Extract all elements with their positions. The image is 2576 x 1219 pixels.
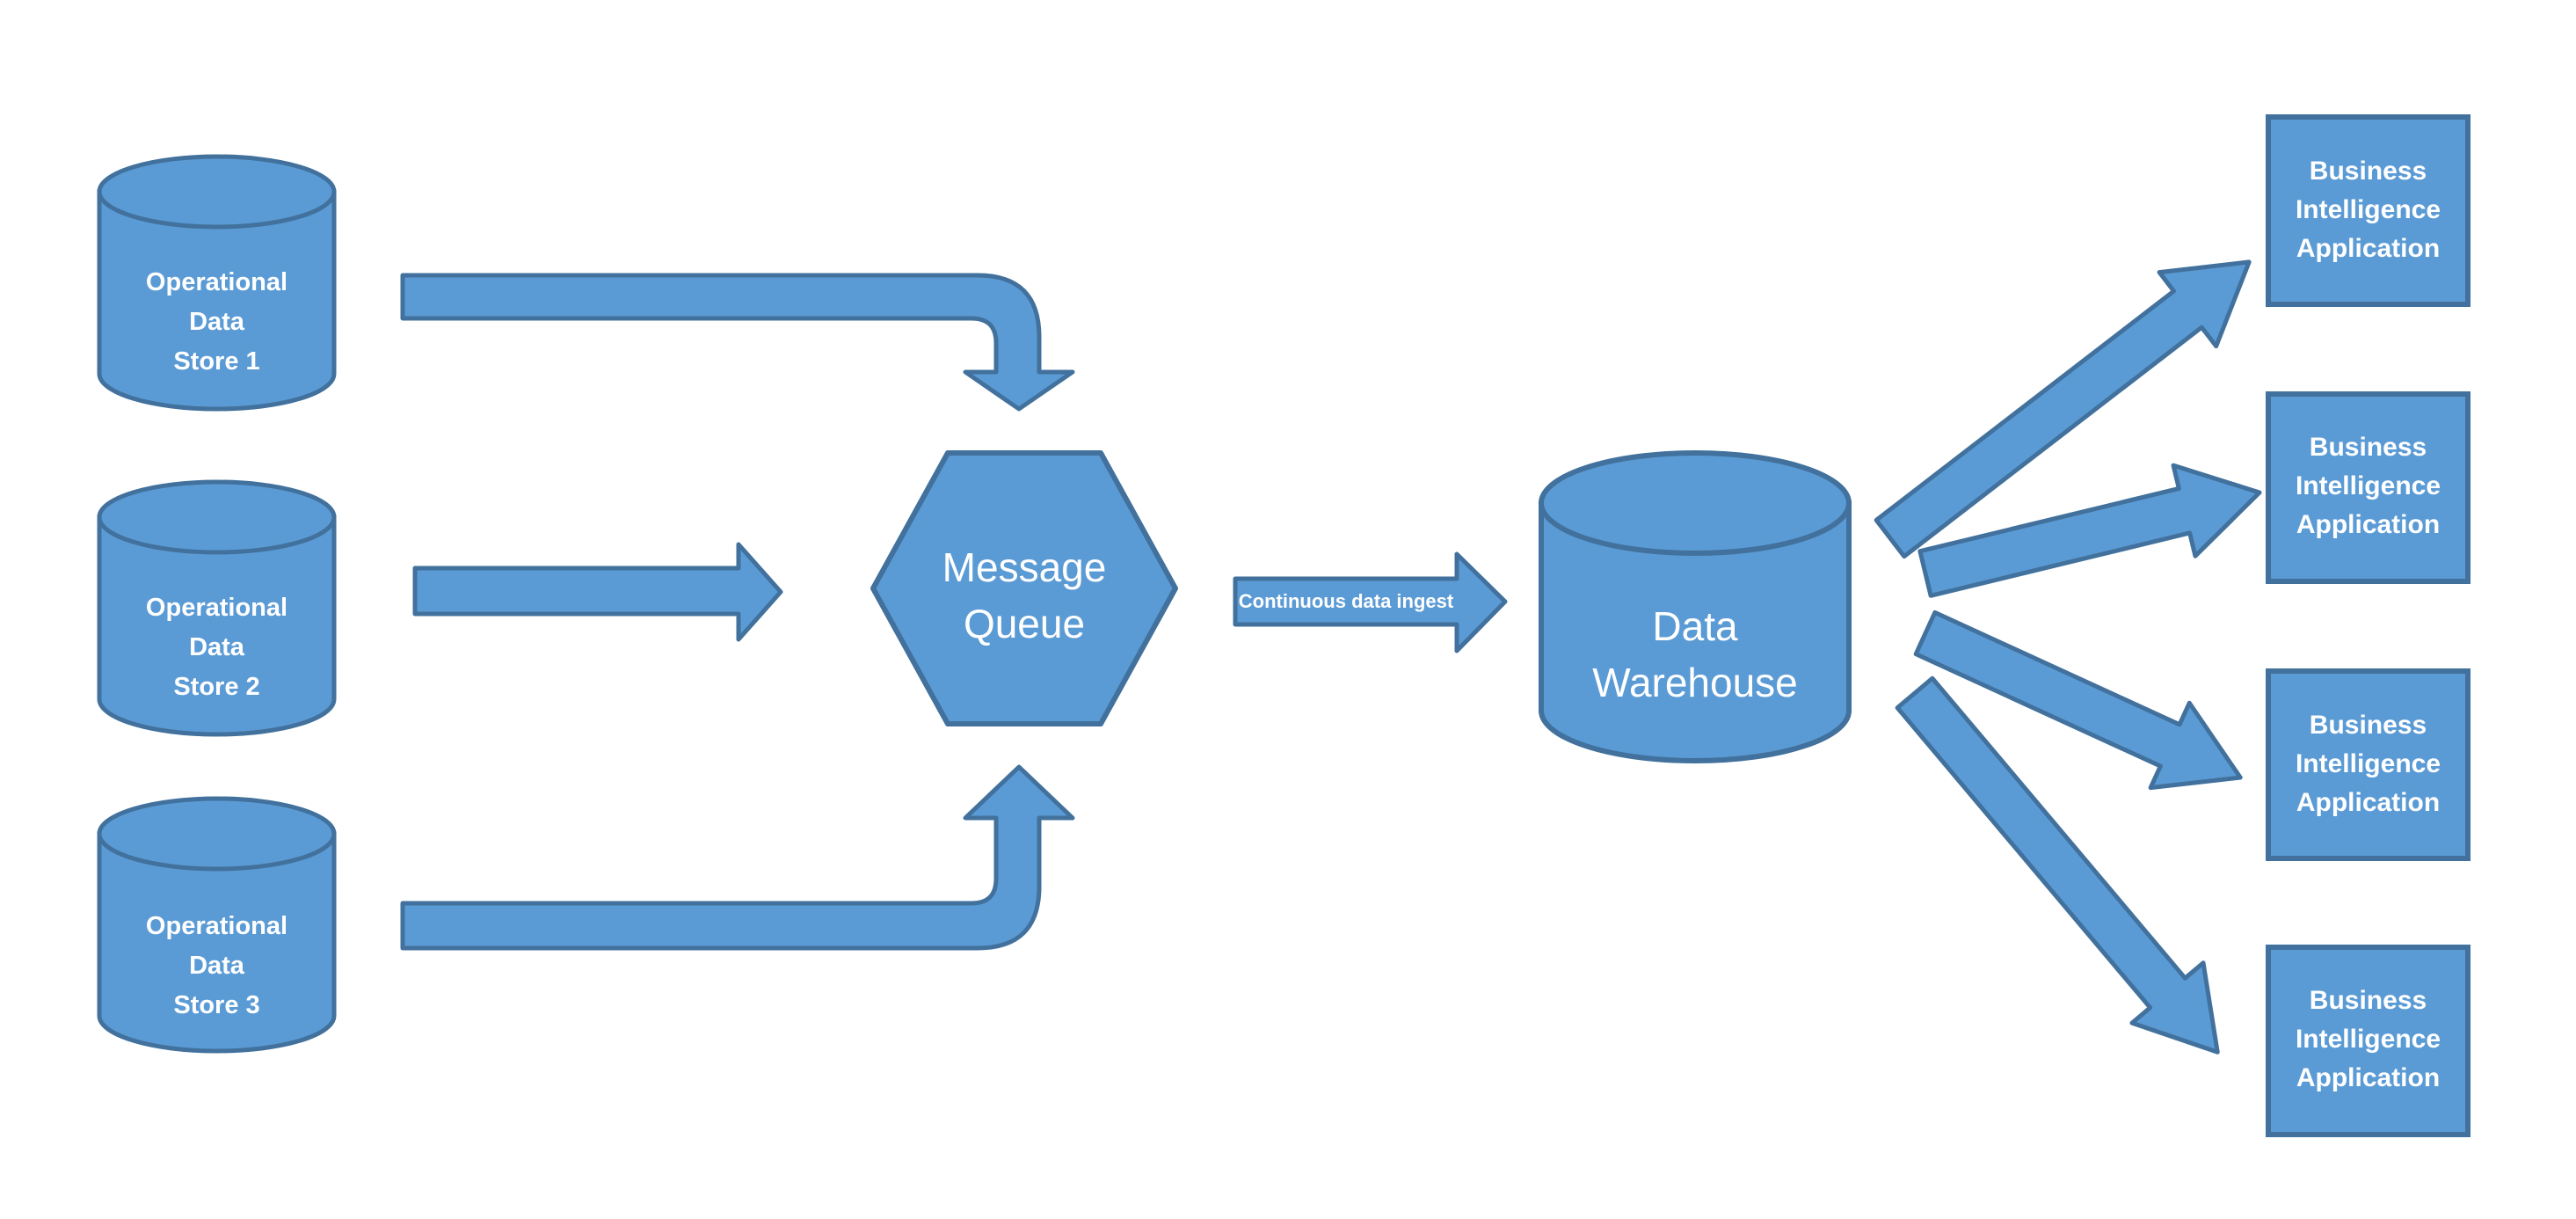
- node-ods3-label: Operational Data Store 3: [145, 912, 288, 1019]
- connector-ods1-to-queue: [400, 273, 1075, 412]
- connector-ingest-label: Continuous data ingest: [1238, 590, 1454, 612]
- connector-warehouse-to-bi3: [1906, 591, 2259, 820]
- node-bi1-box: [2266, 114, 2470, 307]
- node-message-queue-hexagon: [870, 450, 1178, 726]
- node-bi1-label: Business Intelligence Application: [2295, 157, 2441, 263]
- node-bi2-box: [2266, 391, 2470, 584]
- node-bi2-label: Business Intelligence Application: [2295, 433, 2441, 539]
- node-bi3-label: Business Intelligence Application: [2295, 711, 2441, 817]
- connector-ods2-to-queue: [412, 542, 783, 642]
- node-bi4-label: Business Intelligence Application: [2295, 986, 2441, 1092]
- connector-queue-to-warehouse: [1233, 551, 1508, 653]
- node-data-warehouse-cylinder: [1539, 450, 1852, 764]
- connector-ods3-to-queue: [400, 764, 1075, 951]
- node-ods1-label: Operational Data Store 1: [145, 268, 288, 376]
- node-ods2-label: Operational Data Store 2: [145, 594, 288, 701]
- node-message-queue-label: Message Queue: [942, 544, 1107, 646]
- node-bi4-box: [2266, 945, 2470, 1137]
- node-bi3-box: [2266, 668, 2470, 861]
- node-data-warehouse-label: Data Warehouse: [1592, 603, 1798, 705]
